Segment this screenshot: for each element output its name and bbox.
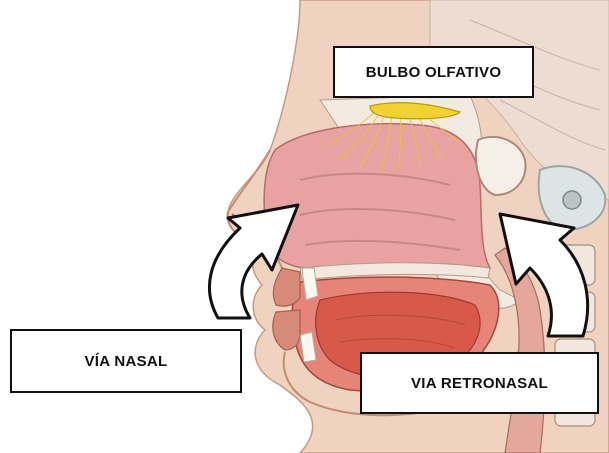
- nasal-cavity: [264, 124, 490, 268]
- olfactory-bulb-label: BULBO OLFATIVO: [333, 46, 534, 98]
- nasal-route-label: VÍA NASAL: [10, 329, 242, 393]
- retronasal-route-label: VIA RETRONASAL: [360, 352, 599, 414]
